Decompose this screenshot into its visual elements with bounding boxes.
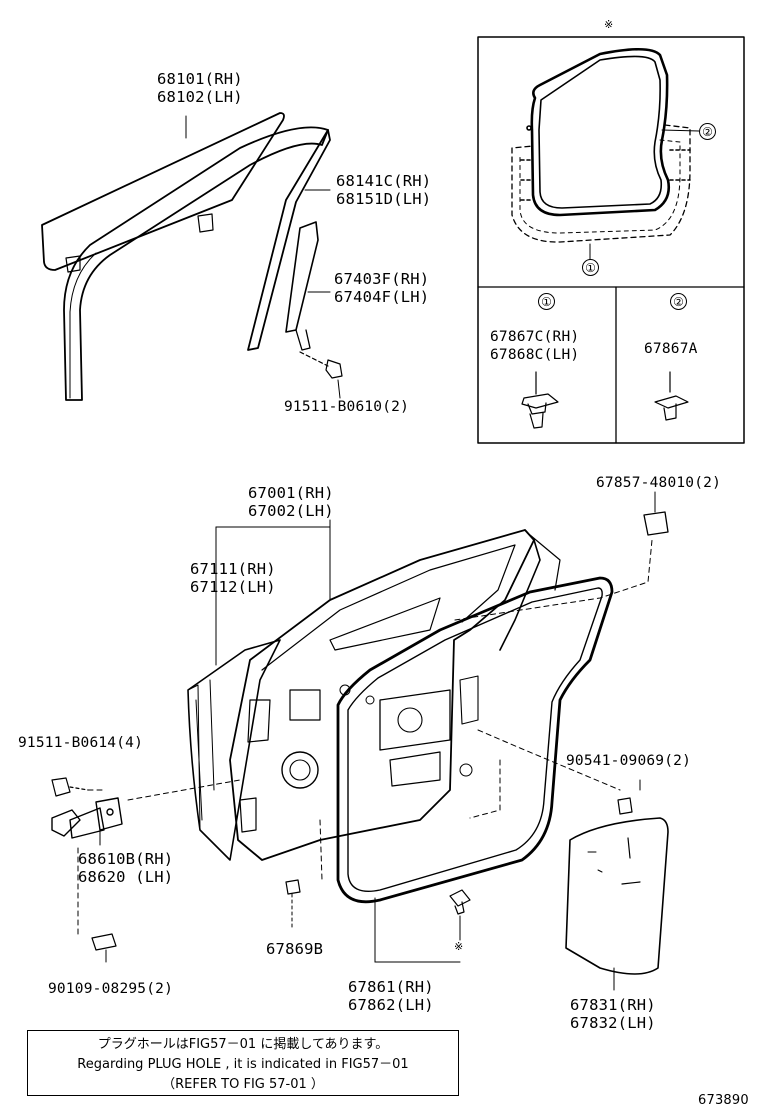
label-run-rh: 68141C(RH) [336, 172, 432, 190]
label-channel-rh: 67403F(RH) [334, 270, 430, 288]
inset-part-rh: 67867C(RH) [490, 329, 580, 345]
label-glass-lh: 68102(LH) [157, 88, 243, 106]
note-line-1: プラグホールはFIG57－01 に掲載してあります。 [97, 1037, 389, 1052]
clip-icon-b [285, 879, 301, 931]
label-outer-rh: 67111(RH) [190, 560, 276, 578]
inset-cell-1-label: ① [538, 293, 555, 310]
plug-icon [643, 491, 669, 536]
service-hole-cover [565, 817, 669, 991]
inset-part-lh: 67868C(LH) [490, 347, 580, 363]
glass-run-channel [63, 126, 331, 401]
label-door-rh: 67001(RH) [248, 484, 334, 502]
label-hinge-lh: 68620 (LH) [78, 868, 174, 886]
note-box: プラグホールはFIG57－01 に掲載してあります。 Regarding PLU… [27, 1030, 459, 1096]
door-glass [41, 112, 285, 273]
inset-marker-2: ② [699, 123, 716, 140]
note-line-3: （REFER TO FIG 57-01 ） [162, 1077, 324, 1092]
label-pin: 90109-08295(2) [48, 981, 174, 997]
figure-code: 673890 [698, 1093, 749, 1108]
door-weatherstrip [336, 576, 614, 963]
division-channel [285, 221, 331, 351]
label-bolt-a: 91511-B0610(2) [284, 399, 410, 415]
label-ws-rh: 67861(RH) [348, 978, 434, 996]
label-cover-rh: 67831(RH) [570, 996, 656, 1014]
label-clip-a: 90541-09069(2) [566, 753, 692, 769]
label-run-lh: 68151D(LH) [336, 190, 432, 208]
label-channel-lh: 67404F(LH) [334, 288, 430, 306]
dashed-leaders [77, 539, 653, 937]
clip-icon-c [449, 889, 471, 941]
door-assembly [187, 519, 561, 861]
inset-cell-2-label: ② [670, 293, 687, 310]
bottom-asterisk: ※ [454, 940, 464, 953]
label-cover-lh: 67832(LH) [570, 1014, 656, 1032]
label-door-lh: 67002(LH) [248, 502, 334, 520]
label-outer-lh: 67112(LH) [190, 578, 276, 596]
pin-icon [91, 933, 117, 963]
bolt-icon-b [51, 777, 89, 797]
inset-asterisk: ※ [604, 18, 614, 31]
hinge-icon [51, 797, 123, 846]
label-clip-b: 67869B [266, 940, 324, 958]
note-line-2: Regarding PLUG HOLE , it is indicated in… [77, 1057, 409, 1072]
label-plug: 67857-48010(2) [596, 475, 722, 491]
clip-icon-a [617, 797, 633, 815]
label-ws-lh: 67862(LH) [348, 996, 434, 1014]
inset-box [477, 36, 745, 444]
clip-icon-cell2 [654, 371, 689, 421]
inset-part-2: 67867A [644, 341, 698, 357]
bolt-icon-a [299, 351, 343, 399]
inset-marker-1: ① [582, 259, 599, 276]
label-hinge-rh: 68610B(RH) [78, 850, 174, 868]
clip-icon-cell1 [521, 371, 559, 429]
label-glass-rh: 68101(RH) [157, 70, 243, 88]
label-bolt-b: 91511-B0614(4) [18, 735, 144, 751]
